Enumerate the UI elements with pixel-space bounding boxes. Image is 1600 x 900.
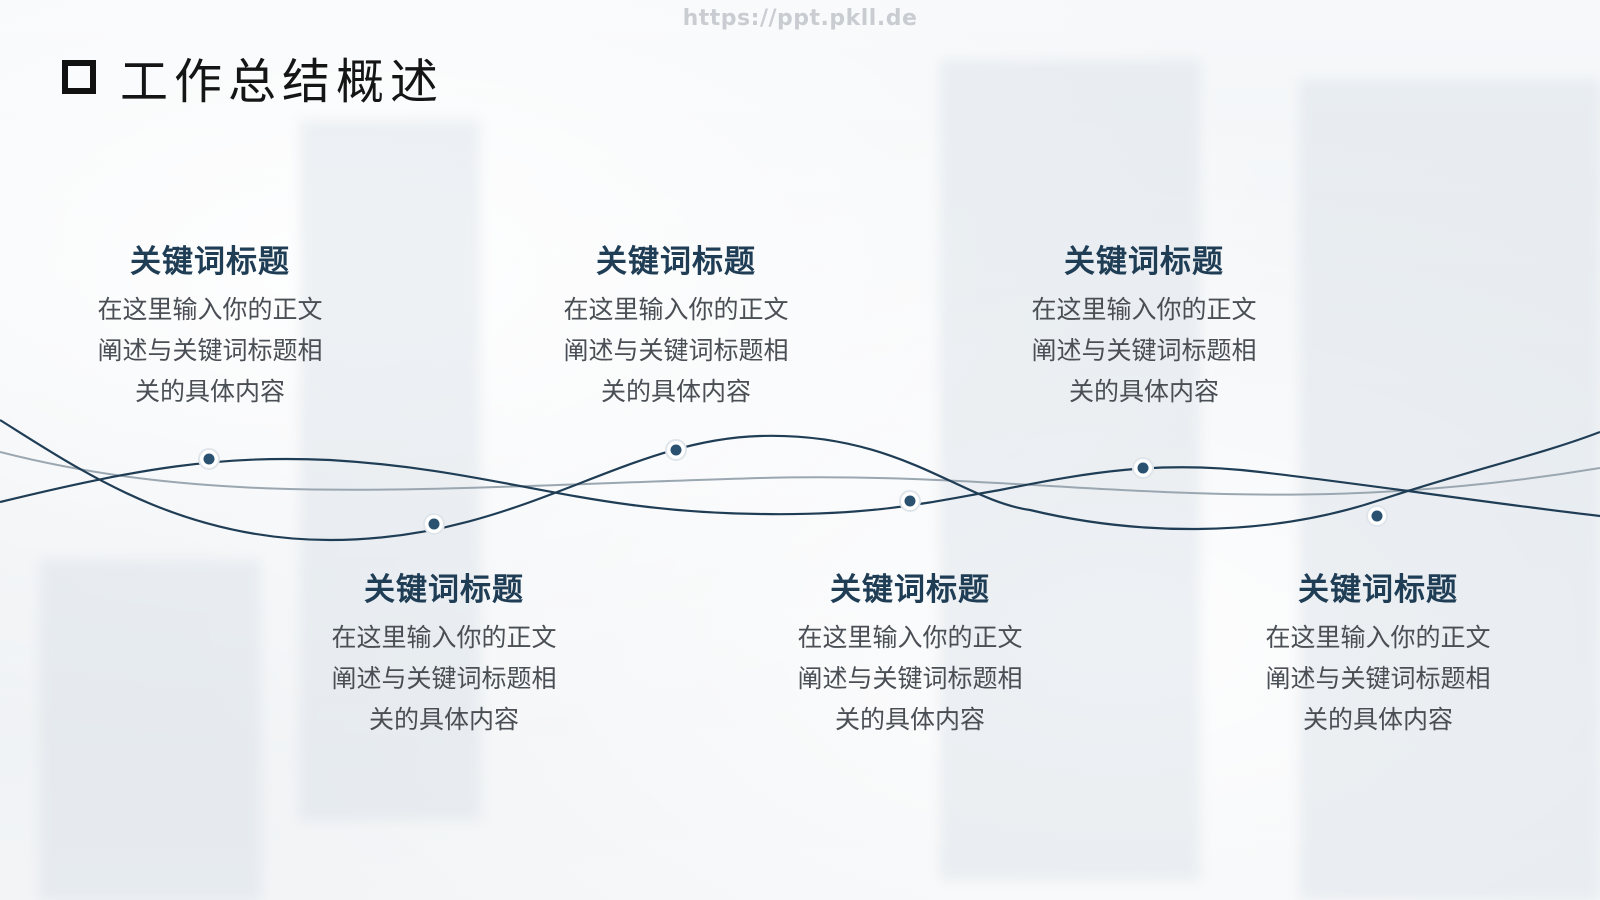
background-building bbox=[1300, 80, 1600, 900]
item-body: 在这里输入你的正文阐述与关键词标题相关的具体内容 bbox=[1031, 295, 1257, 406]
item-body: 在这里输入你的正文阐述与关键词标题相关的具体内容 bbox=[331, 623, 557, 734]
title-square-icon bbox=[62, 60, 96, 94]
page-title: 工作总结概述 bbox=[120, 54, 445, 110]
wave-line-light bbox=[0, 451, 1600, 496]
background-building bbox=[940, 60, 1200, 880]
timeline-dot bbox=[423, 513, 445, 535]
background-building bbox=[300, 120, 480, 820]
item-heading: 关键词标题 bbox=[1064, 244, 1224, 280]
item-body: 在这里输入你的正文阐述与关键词标题相关的具体内容 bbox=[97, 295, 323, 406]
watermark-url: https://ppt.pkll.de bbox=[682, 6, 918, 31]
timeline-item-3: 关键词标题 在这里输入你的正文阐述与关键词标题相关的具体内容 bbox=[516, 236, 836, 412]
timeline-dot bbox=[1132, 457, 1154, 479]
wave-line-dark-a bbox=[0, 419, 1600, 542]
wave-line-dark-b bbox=[0, 457, 1600, 518]
item-body: 在这里输入你的正文阐述与关键词标题相关的具体内容 bbox=[797, 623, 1023, 734]
page-header: 工作总结概述 bbox=[62, 42, 444, 112]
timeline-item-2: 关键词标题 在这里输入你的正文阐述与关键词标题相关的具体内容 bbox=[284, 564, 604, 740]
timeline-item-5: 关键词标题 在这里输入你的正文阐述与关键词标题相关的具体内容 bbox=[984, 236, 1304, 412]
item-body: 在这里输入你的正文阐述与关键词标题相关的具体内容 bbox=[1265, 623, 1491, 734]
timeline-dot bbox=[198, 448, 220, 470]
item-heading: 关键词标题 bbox=[596, 244, 756, 280]
item-body: 在这里输入你的正文阐述与关键词标题相关的具体内容 bbox=[563, 295, 789, 406]
item-heading: 关键词标题 bbox=[1298, 572, 1458, 608]
timeline-dot bbox=[665, 439, 687, 461]
timeline-dot bbox=[899, 490, 921, 512]
timeline-item-4: 关键词标题 在这里输入你的正文阐述与关键词标题相关的具体内容 bbox=[750, 564, 1070, 740]
item-heading: 关键词标题 bbox=[130, 244, 290, 280]
background-building bbox=[40, 560, 260, 900]
timeline-dot bbox=[1366, 505, 1388, 527]
timeline-item-6: 关键词标题 在这里输入你的正文阐述与关键词标题相关的具体内容 bbox=[1218, 564, 1538, 740]
item-heading: 关键词标题 bbox=[364, 572, 524, 608]
timeline-item-1: 关键词标题 在这里输入你的正文阐述与关键词标题相关的具体内容 bbox=[50, 236, 370, 412]
item-heading: 关键词标题 bbox=[830, 572, 990, 608]
